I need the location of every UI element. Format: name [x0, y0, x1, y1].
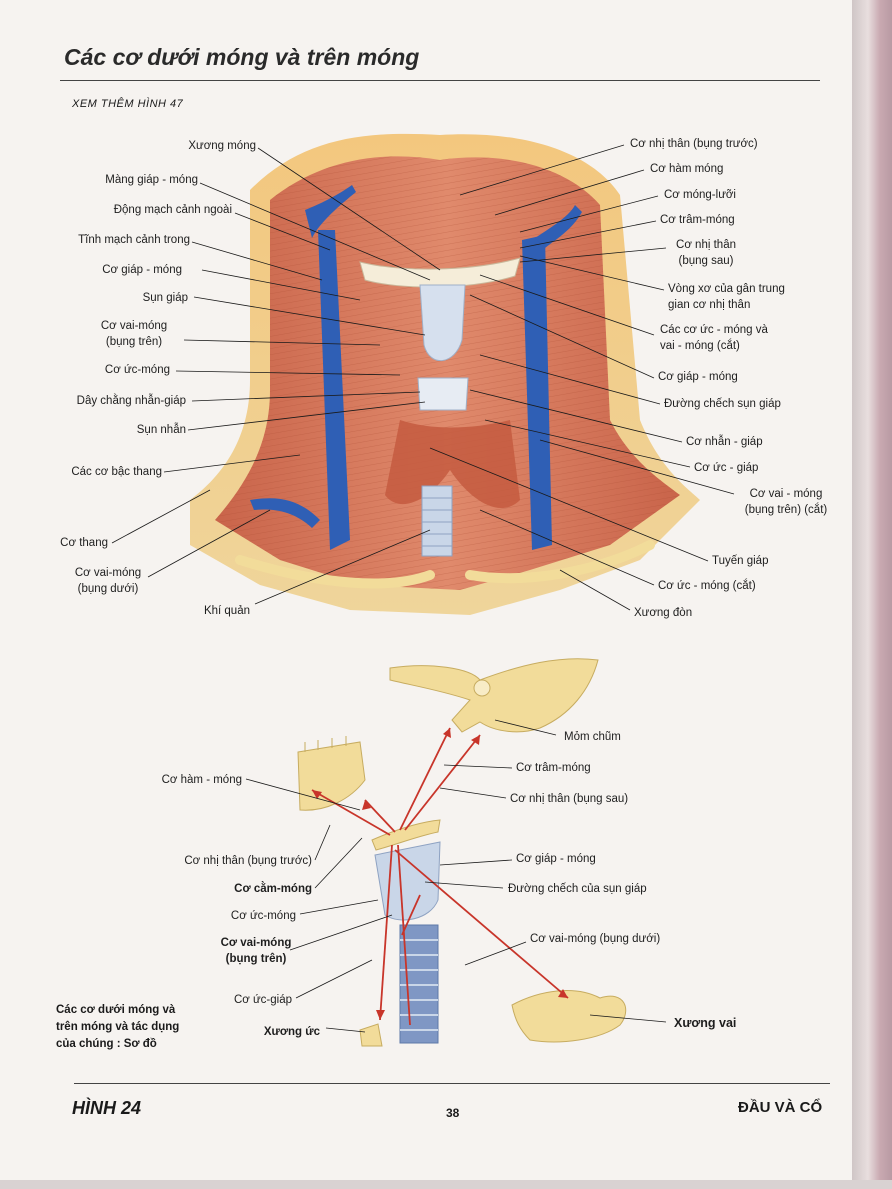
label-trachea: Khí quản — [203, 605, 250, 617]
label-thyrohyoid-schematic: Cơ giáp - móng — [516, 853, 596, 865]
label-sternum: Xương ức — [263, 1026, 320, 1038]
label-oblique-line-schematic: Đường chếch của sụn giáp — [508, 883, 647, 895]
label-oblique-line-thyroid: Đường chếch sụn giáp — [664, 398, 781, 410]
label-omohyoid-inferior-belly: Cơ vai-móng (bụng dưới) — [74, 567, 142, 595]
label-cricothyroid-ligament: Dây chằng nhẫn-giáp — [76, 395, 186, 407]
label-trapezius: Cơ thang — [60, 537, 108, 549]
page-title: Các cơ dưới móng và trên móng — [64, 44, 420, 70]
label-mylohyoid-schematic: Cơ hàm - móng — [161, 774, 242, 786]
footer-rule — [74, 1083, 830, 1084]
page-number: 38 — [446, 1106, 460, 1120]
label-thyrohyoid-muscle-right: Cơ giáp - móng — [658, 371, 738, 383]
label-sternothyroid-schematic: Cơ ức-giáp — [233, 994, 292, 1006]
schematic-figure — [297, 658, 627, 1047]
label-omohyoid-superior-cut: Cơ vai - móng (bụng trên) (cắt) — [744, 488, 828, 516]
neck-dissection — [190, 133, 700, 615]
label-omohyoid-superior-schematic: Cơ vai-móng (bụng trên) — [220, 937, 292, 965]
label-stylohyoid-schematic: Cơ trâm-móng — [516, 762, 591, 774]
label-sternohyoid-cut: Cơ ức - móng (cắt) — [658, 580, 756, 592]
label-sternohyoid-schematic: Cơ ức-móng — [230, 910, 296, 922]
label-hyoid-bone: Xương móng — [188, 140, 256, 152]
label-thyrohyoid-membrane: Màng giáp - móng — [105, 174, 198, 186]
label-hyoglossus: Cơ móng-lưỡi — [664, 189, 736, 201]
label-scapula: Xương vai — [674, 1016, 737, 1030]
label-sternothyroid: Cơ ức - giáp — [694, 462, 759, 474]
label-scalene-muscles: Các cơ bậc thang — [71, 466, 162, 478]
label-stylohyoid-upper: Cơ trâm-móng — [660, 214, 735, 226]
leader-lines-upper — [111, 144, 735, 1033]
schematic-caption: Các cơ dưới móng và trên móng và tác dụn… — [56, 1004, 180, 1050]
label-digastric-anterior-schematic: Cơ nhị thân (bụng trước) — [184, 855, 312, 867]
label-digastric-posterior-belly: Cơ nhị thân (bụng sau) — [676, 239, 736, 267]
label-thyroid-gland: Tuyến giáp — [712, 555, 769, 567]
label-fibrous-loop-digastric: Vòng xơ của gân trung gian cơ nhị thân — [668, 283, 785, 311]
label-thyroid-cartilage: Sụn giáp — [142, 292, 188, 304]
label-cricoid-cartilage: Sụn nhẫn — [136, 424, 186, 436]
label-sternohyoid-omohyoid-cut: Các cơ ức - móng và vai - móng (cắt) — [660, 324, 768, 352]
label-cricothyroid-muscle: Cơ nhẫn - giáp — [686, 436, 763, 448]
label-mastoid-process: Mỏm chũm — [564, 731, 621, 743]
section-title: ĐẦU VÀ CỔ — [738, 1099, 823, 1116]
label-clavicle: Xương đòn — [634, 607, 693, 619]
label-omohyoid-inferior-schematic: Cơ vai-móng (bụng dưới) — [530, 933, 661, 945]
label-digastric-anterior-belly: Cơ nhị thân (bụng trước) — [630, 138, 758, 150]
page-edge — [852, 0, 892, 1189]
label-geniohyoid: Cơ cằm-móng — [234, 883, 312, 895]
label-internal-jugular-vein: Tĩnh mạch cảnh trong — [78, 234, 190, 246]
label-omohyoid-superior-belly: Cơ vai-móng (bụng trên) — [100, 320, 168, 348]
label-digastric-posterior-schematic: Cơ nhị thân (bụng sau) — [510, 793, 629, 805]
label-sternohyoid: Cơ ức-móng — [104, 364, 170, 376]
title-rule — [60, 80, 820, 81]
see-also-note: XEM THÊM HÌNH 47 — [72, 98, 184, 110]
label-mylohyoid: Cơ hàm móng — [650, 163, 724, 175]
label-thyrohyoid-muscle-left: Cơ giáp - móng — [102, 264, 182, 276]
label-external-carotid-artery: Động mạch cảnh ngoài — [113, 204, 232, 216]
figure-number: HÌNH 24 — [72, 1098, 142, 1118]
page-bottom-edge — [0, 1180, 892, 1189]
